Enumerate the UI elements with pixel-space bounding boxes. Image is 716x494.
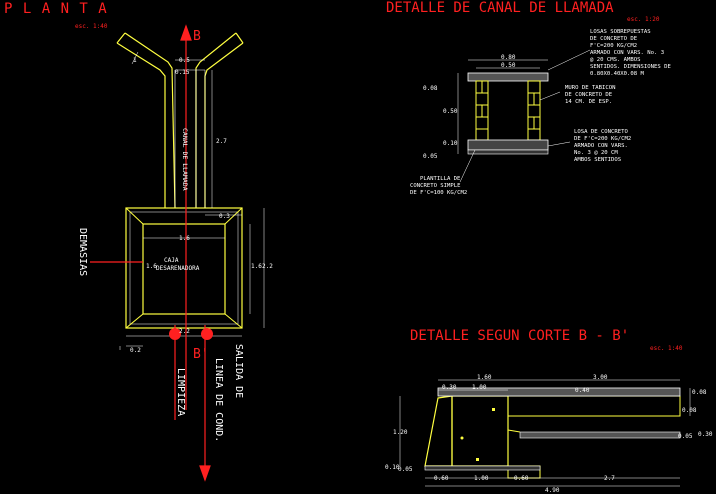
svg-text:DE F'C=200 KG/CM2: DE F'C=200 KG/CM2 <box>574 136 631 142</box>
svg-text:AMBOS SENTIDOS: AMBOS SENTIDOS <box>574 157 621 163</box>
dim-label: 0.3 <box>219 213 230 220</box>
dim-label: 1.6 <box>251 263 262 270</box>
dim-label: 0.60 <box>514 475 529 482</box>
dim-label: 0.5 <box>179 57 190 64</box>
dim-label: 0.80 <box>501 54 516 61</box>
dim-label: 0.30 <box>698 431 713 438</box>
salida-label-2: LINEA DE COND. <box>213 358 224 442</box>
dim-label: 3.00 <box>593 374 608 381</box>
canal-llamada-label: CANAL DE LLAMADA <box>181 128 189 191</box>
dim-label: 2.2 <box>179 328 190 335</box>
dim-label: 0.15 <box>175 69 190 76</box>
dim-label: 0.08 <box>682 407 697 414</box>
dim-label: 2.2 <box>262 263 273 270</box>
section-b-prime-label: B' <box>193 347 209 362</box>
pipe-limpieza-marker <box>169 328 181 340</box>
svg-text:ARMADO CON VARS. No. 3: ARMADO CON VARS. No. 3 <box>590 50 664 56</box>
limpieza-label: LIMPIEZA <box>175 368 186 416</box>
svg-text:PLANTILLA DE: PLANTILLA DE <box>420 176 461 182</box>
svg-text:DE CONCRETO DE: DE CONCRETO DE <box>565 92 613 98</box>
pipe-salida-marker <box>201 328 213 340</box>
dim-label: 0.10 <box>385 464 400 471</box>
planta-title: P L A N T A <box>4 1 108 17</box>
svg-text:@ 20 CMS. AMBOS: @ 20 CMS. AMBOS <box>590 57 641 63</box>
corte-title: DETALLE SEGUN CORTE B - B' <box>410 328 629 344</box>
svg-text:DE F'C=100 KG/CM2: DE F'C=100 KG/CM2 <box>410 190 467 196</box>
planta-view: B B' CANAL DE LLAMADA CAJA DESARENADORA … <box>77 24 273 482</box>
dim-label: 0.05 <box>423 153 438 160</box>
svg-text:ARMADO CON VARS.: ARMADO CON VARS. <box>574 143 628 149</box>
dim-label: 0.50 <box>501 62 516 69</box>
svg-text:0.80X0.40X0.08 M: 0.80X0.40X0.08 M <box>590 71 645 77</box>
svg-text:MURO DE TABICON: MURO DE TABICON <box>565 85 616 91</box>
dim-label: 2.7 <box>216 138 227 145</box>
corte-detail: 1.60 3.00 0.30 1.00 0.40 0.08 0.08 0.05 … <box>385 374 713 494</box>
svg-text:LOSA DE CONCRETO: LOSA DE CONCRETO <box>574 129 629 135</box>
dim-label: 0.50 <box>443 108 458 115</box>
dim-label: 1.6 <box>179 235 190 242</box>
caja-label-1: CAJA <box>164 257 179 264</box>
planta-scale: esc. 1:40 <box>75 23 108 30</box>
svg-text:LOSAS SOBREPUESTAS: LOSAS SOBREPUESTAS <box>590 29 651 35</box>
dim-label: 0.08 <box>692 389 707 396</box>
dim-label: 0.30 <box>442 384 457 391</box>
section-b-label: B <box>193 29 201 44</box>
dim-label: 0.60 <box>434 475 449 482</box>
corte-scale: esc. 1:40 <box>650 345 683 352</box>
svg-text:DE CONCRETO DE: DE CONCRETO DE <box>590 36 638 42</box>
dim-label: 0.08 <box>423 85 438 92</box>
canal-title: DETALLE DE CANAL DE LLAMADA <box>386 0 614 16</box>
note-losa: LOSA DE CONCRETO DE F'C=200 KG/CM2 ARMAD… <box>574 129 631 163</box>
dim-label: 0.05 <box>678 433 693 440</box>
canal-detail: 0.80 0.50 0.08 0.50 0.10 0.05 LOSAS SOBR… <box>410 29 671 196</box>
dim-label: 0.05 <box>398 466 413 473</box>
section-axis <box>90 24 211 482</box>
svg-text:No. 3 @ 20 CM: No. 3 @ 20 CM <box>574 150 618 156</box>
dim-label: 4.90 <box>545 487 560 494</box>
dim-label: 2.7 <box>604 475 615 482</box>
dim-label: 0.2 <box>130 347 141 354</box>
dim-label: 0.40 <box>575 387 590 394</box>
svg-text:14 CM. DE ESP.: 14 CM. DE ESP. <box>565 99 612 105</box>
dim-label: 1.60 <box>477 374 492 381</box>
caja-label-2: DESARENADORA <box>156 265 200 272</box>
note-plantilla: PLANTILLA DE CONCRETO SIMPLE DE F'C=100 … <box>410 176 467 196</box>
dim-label: 1 <box>133 57 137 64</box>
note-losas: LOSAS SOBREPUESTAS DE CONCRETO DE F'C=20… <box>590 29 671 77</box>
dim-label: 1.00 <box>472 384 487 391</box>
note-muro: MURO DE TABICON DE CONCRETO DE 14 CM. DE… <box>565 85 616 105</box>
dim-label: 0.10 <box>443 140 458 147</box>
salida-label-1: SALIDA DE <box>233 344 244 398</box>
dim-label: 1.00 <box>474 475 489 482</box>
canal-scale: esc. 1:20 <box>627 16 660 23</box>
demasias-label: DEMASIAS <box>77 228 88 276</box>
caja-desarenadora <box>125 207 243 329</box>
dim-label: 1.6 <box>146 263 157 270</box>
svg-text:SENTIDOS. DIMENSIONES DE: SENTIDOS. DIMENSIONES DE <box>590 64 671 70</box>
svg-text:F'C=200 KG/CM2: F'C=200 KG/CM2 <box>590 43 637 49</box>
svg-text:CONCRETO SIMPLE: CONCRETO SIMPLE <box>410 183 461 189</box>
dim-label: 1.20 <box>393 429 408 436</box>
